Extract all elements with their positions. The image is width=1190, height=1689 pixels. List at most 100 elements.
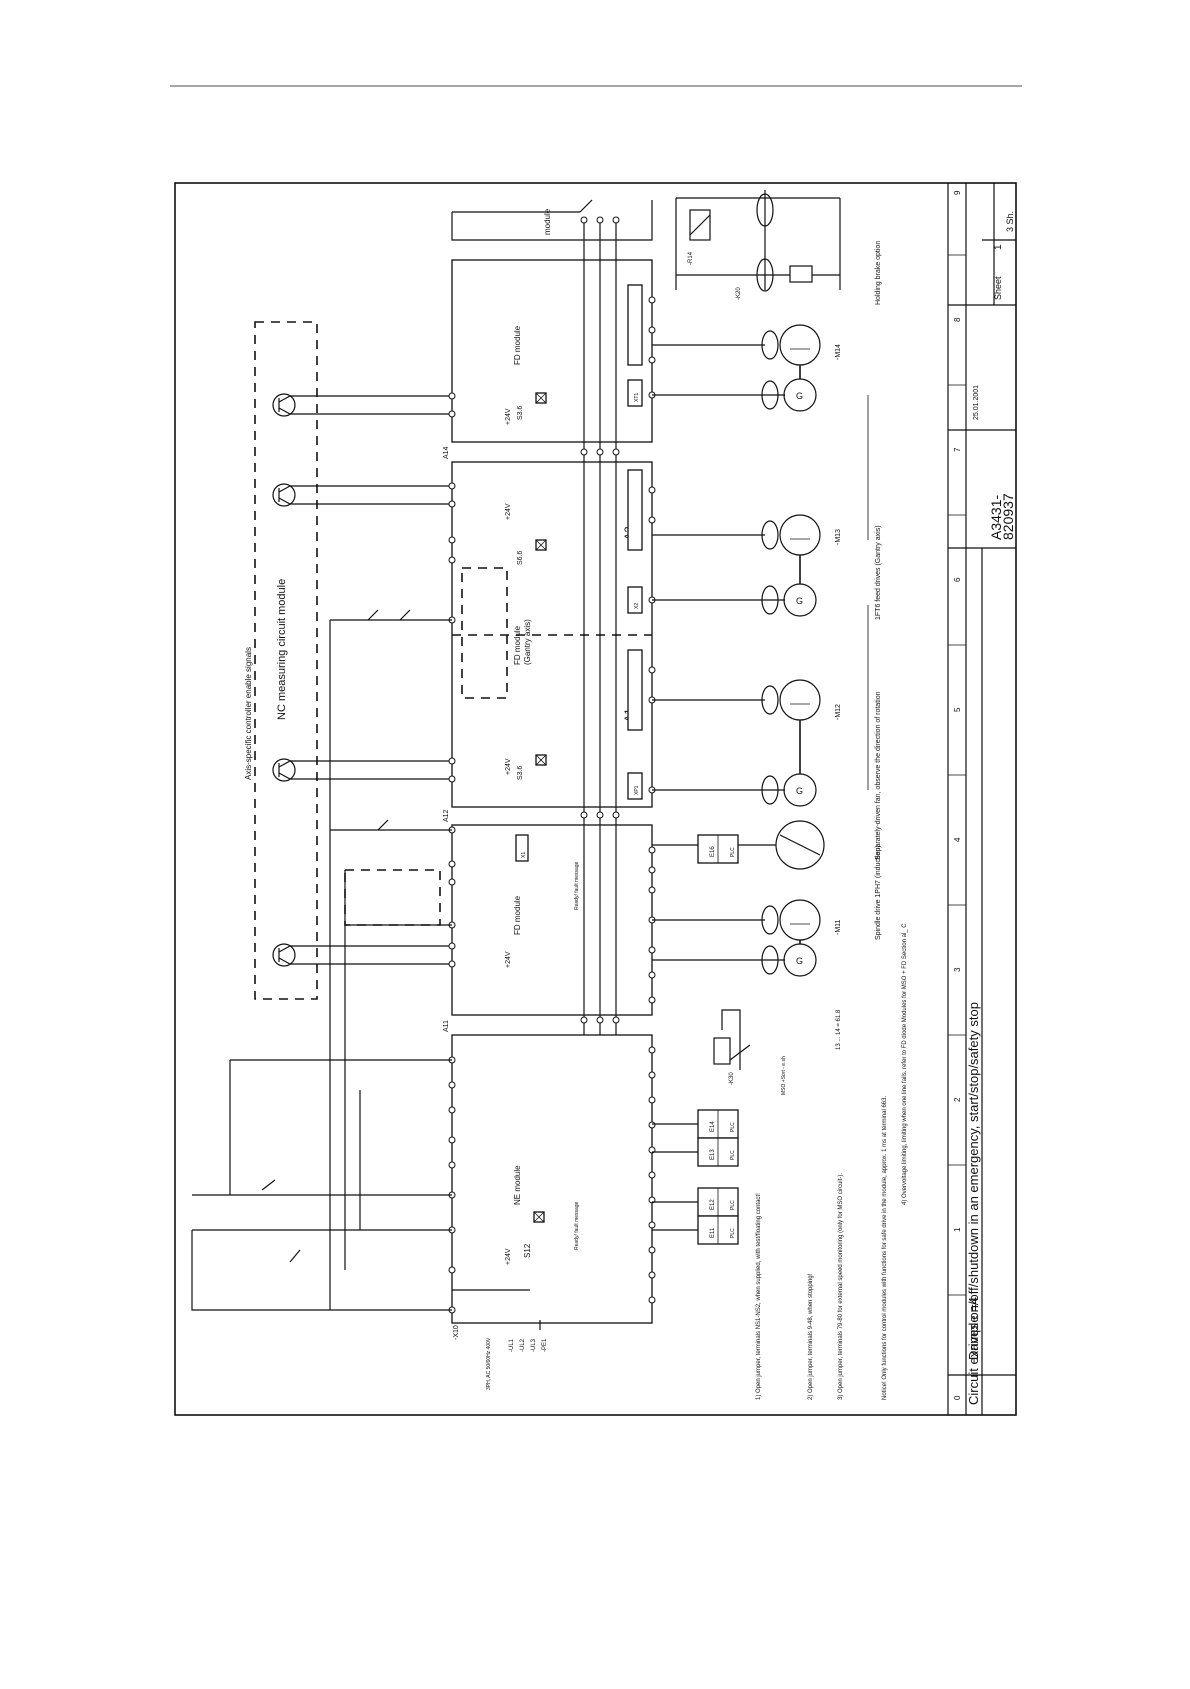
encoder-label: G bbox=[796, 956, 803, 966]
holding-brake-label: Holding brake option bbox=[875, 241, 882, 305]
col-label-3: 3 bbox=[953, 967, 962, 972]
output-terminal bbox=[648, 516, 656, 524]
module-terminal bbox=[448, 1081, 456, 1089]
module-terminal bbox=[448, 482, 456, 490]
plc-label: PLC bbox=[730, 1228, 736, 1238]
nc-measuring-module: NC measuring circuit module Axis-specifi… bbox=[244, 321, 318, 1000]
bus-terminal bbox=[580, 1016, 588, 1024]
sheet-number: 1 bbox=[993, 244, 1004, 250]
plc-code-e12: E12 bbox=[710, 1199, 716, 1210]
output-terminal bbox=[648, 666, 656, 674]
s36b-label: S6.6 bbox=[517, 550, 524, 565]
cable-shield bbox=[761, 520, 779, 550]
output-terminal bbox=[648, 866, 656, 874]
fd-right-terminals bbox=[627, 284, 643, 366]
col-label-9: 9 bbox=[953, 190, 962, 195]
output-terminal bbox=[648, 886, 656, 894]
col-label-7: 7 bbox=[953, 447, 962, 452]
motor-m12-label: -M12 bbox=[835, 704, 842, 720]
gantry-a2-terminals bbox=[627, 469, 643, 551]
module-terminal bbox=[448, 860, 456, 868]
module-terminal bbox=[448, 500, 456, 508]
bus-terminal bbox=[612, 448, 620, 456]
gantry-xp2-connector bbox=[627, 586, 643, 614]
module-terminal bbox=[448, 410, 456, 418]
circuit-example-label: Circuit example =4 bbox=[966, 1297, 981, 1405]
output-terminal bbox=[648, 486, 656, 494]
r14-resistor bbox=[689, 209, 711, 241]
col-label-1: 1 bbox=[953, 1227, 962, 1232]
fd-24v-label: +24V bbox=[505, 951, 512, 968]
fd-right-label: FD module bbox=[513, 325, 522, 365]
col-label-8: 8 bbox=[953, 317, 962, 322]
note-3: 3) Open jumper, terminals 79-80 for exte… bbox=[838, 1173, 844, 1400]
fd-x1-label: X1 bbox=[521, 852, 527, 858]
k30-label: -K30 bbox=[729, 1072, 735, 1085]
module-terminal bbox=[448, 1161, 456, 1169]
bus-terminal bbox=[612, 811, 620, 819]
drawing-frame bbox=[174, 182, 1017, 1416]
fd-module-a12: FD module A12 +24V Ready/ fault message … bbox=[443, 809, 653, 1016]
title-block: 0 1 2 3 4 5 6 7 8 9 Circuit example =4 D… bbox=[947, 183, 1016, 1415]
output-terminal bbox=[648, 1071, 656, 1079]
contactor-wiring bbox=[191, 619, 452, 1311]
fd-module-a14: FD module +24V S3.6 XT1 bbox=[451, 259, 653, 443]
motor-m13-label: -M13 bbox=[835, 529, 842, 545]
jumper-79-80 bbox=[344, 869, 441, 926]
note-4: Notice! Only functions for control modul… bbox=[882, 1096, 888, 1400]
fd-right-24v-label: +24V bbox=[505, 408, 512, 425]
bus-terminal bbox=[612, 216, 620, 224]
plc-code-e16: E16 bbox=[710, 846, 716, 857]
motor-symbol bbox=[779, 514, 821, 556]
mso-label: MSO +Sort - e.sh bbox=[781, 1056, 787, 1095]
output-terminal bbox=[648, 1271, 656, 1279]
ne-module-a11: NE module +24V A11 -X10 S12 Ready/ fault… bbox=[443, 1020, 653, 1340]
module-terminal bbox=[448, 878, 456, 886]
col-label-0: 0 bbox=[953, 1395, 962, 1400]
output-terminal bbox=[648, 1171, 656, 1179]
transistor-1 bbox=[272, 393, 296, 417]
feed-drives-label: 1FT6 feed drives (Gantry axis) bbox=[875, 525, 882, 620]
brake-coil bbox=[789, 265, 813, 283]
module-terminal bbox=[448, 536, 456, 544]
col-label-5: 5 bbox=[953, 707, 962, 712]
s36a-label: S3.6 bbox=[517, 765, 524, 780]
motor-symbol bbox=[779, 324, 821, 366]
k32-contact bbox=[261, 1179, 276, 1191]
encoder-label: G bbox=[796, 596, 803, 606]
motor-m14-label: -M14 bbox=[835, 344, 842, 360]
plc-label: PLC bbox=[730, 1150, 736, 1160]
bus-terminal bbox=[596, 1016, 604, 1024]
bus-terminal bbox=[580, 216, 588, 224]
left-terminals bbox=[448, 392, 456, 1314]
col-label-2: 2 bbox=[953, 1097, 962, 1102]
supply-terminals bbox=[452, 1289, 541, 1330]
bus-terminal bbox=[596, 216, 604, 224]
output-terminal bbox=[648, 846, 656, 854]
output-terminal bbox=[648, 1121, 656, 1129]
gantry-xp1-label: XP1 bbox=[634, 785, 640, 795]
fd-x-connector bbox=[515, 834, 529, 862]
ul2-label: -UL2 bbox=[520, 1338, 526, 1352]
fan-blade bbox=[779, 834, 821, 856]
fd-gantry-label-2: (Gantry axis) bbox=[523, 619, 532, 665]
gantry-24v-label-2: +24V bbox=[505, 503, 512, 520]
bus-terminal bbox=[580, 811, 588, 819]
a11-label: A11 bbox=[443, 1020, 450, 1032]
cable-shield bbox=[761, 945, 779, 975]
module-terminal bbox=[448, 1266, 456, 1274]
spindle-label: Spindle drive 1PH7 (induction) bbox=[875, 845, 882, 940]
enable-signal-wiring bbox=[290, 395, 452, 965]
right-terminals bbox=[648, 296, 656, 1304]
transistor-4 bbox=[272, 943, 296, 967]
separately-driven-fan-label: Separately-driven fan, observe the direc… bbox=[875, 691, 882, 860]
fd-module-label: FD module bbox=[513, 895, 522, 935]
col-label-6: 6 bbox=[953, 577, 962, 582]
fd-right-xt1-label: XT1 bbox=[634, 393, 640, 402]
output-terminal bbox=[648, 1296, 656, 1304]
cable-shield bbox=[761, 905, 779, 935]
module-terminal bbox=[448, 942, 456, 950]
range-note: 13 ... 14 = 61.8 bbox=[836, 1009, 842, 1050]
